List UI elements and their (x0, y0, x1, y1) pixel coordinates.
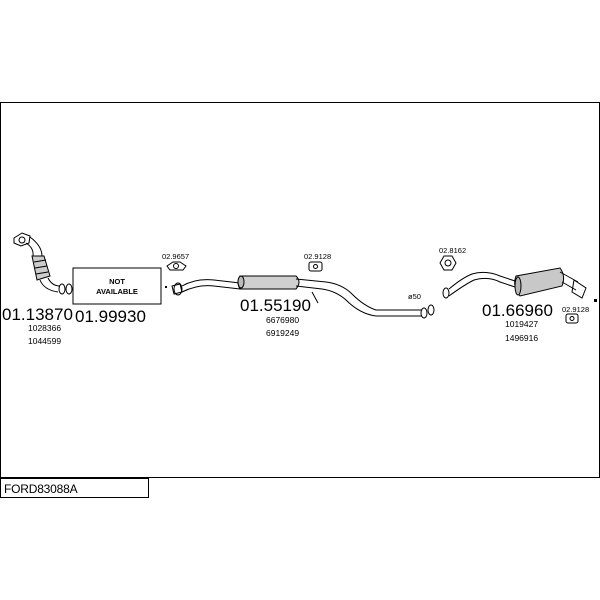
part-number-rear-silencer: 01.66960 (482, 301, 553, 320)
front-pipe-part (13, 232, 73, 295)
clamp-rear-icon (439, 255, 457, 271)
not-available-box (72, 267, 162, 305)
box-end-marker (165, 286, 167, 288)
fitting-hanger-rear-label: 02.9128 (562, 305, 589, 314)
part-number-not-available: 01.99930 (75, 307, 146, 326)
rear-silencer-part (442, 267, 587, 299)
oem-number-middle-silencer-1: 6676980 (266, 315, 299, 325)
hanger-rear-icon (565, 313, 579, 324)
reference-box: FORD83088A (0, 478, 149, 498)
oem-number-middle-silencer-2: 6919249 (266, 328, 299, 338)
part-number-front-pipe: 01.13870 (2, 305, 73, 324)
reference-code: FORD83088A (4, 482, 78, 496)
pipe-diameter-label: ø50 (408, 292, 421, 301)
part-number-middle-silencer: 01.55190 (240, 296, 311, 315)
hanger-mid-icon (308, 261, 323, 272)
not-available-line2: AVAILABLE (96, 287, 138, 296)
oem-number-front-pipe-2: 1044599 (28, 336, 61, 346)
end-marker (594, 299, 597, 302)
oem-number-rear-silencer-1: 1019427 (505, 319, 538, 329)
fitting-clamp-front-label: 02.9657 (162, 252, 189, 261)
not-available-line1: NOT (109, 277, 125, 286)
clamp-front-icon (166, 261, 187, 271)
oem-number-front-pipe-1: 1028366 (28, 323, 61, 333)
fitting-hanger-mid-label: 02.9128 (304, 252, 331, 261)
middle-silencer-part (171, 275, 435, 319)
fitting-clamp-rear-label: 02.8162 (439, 246, 466, 255)
oem-number-rear-silencer-2: 1496916 (505, 333, 538, 343)
